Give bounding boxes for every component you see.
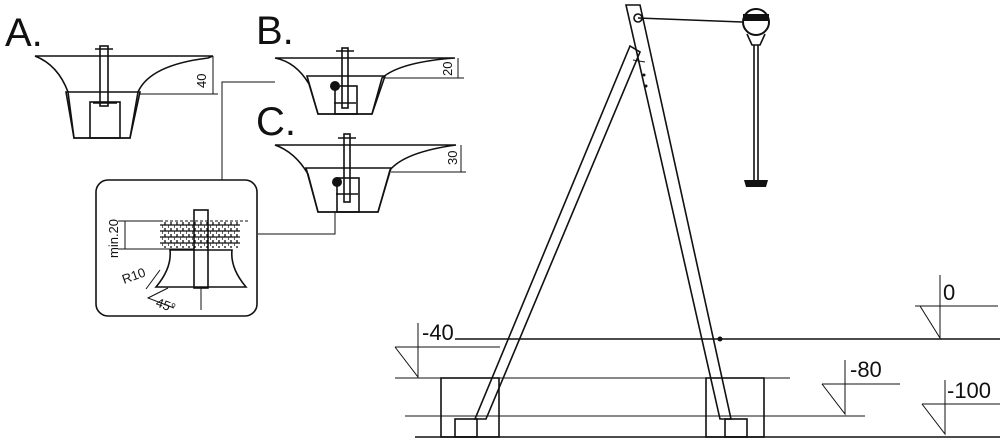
detail-b: B. 20: [256, 9, 464, 115]
level-marker-minus-100-symbol: [921, 380, 946, 436]
detail-c-post: [343, 133, 351, 203]
swing-hanger-cup: [746, 33, 766, 46]
frame-main-post: [624, 4, 732, 420]
level-label-minus-80: -80: [850, 357, 882, 382]
detail-b-gravel-pocket: [334, 85, 358, 115]
detail-c-bolt: [332, 177, 342, 187]
detail-b-bolt: [330, 81, 340, 91]
level-label-minus-40: -40: [422, 320, 454, 345]
leader-line-b: [221, 81, 275, 180]
swing-frame: [395, 4, 1000, 438]
level-marker-minus-40: -40: [394, 320, 500, 379]
swing-hanger-cap: [743, 14, 769, 21]
detail-c-soil: [274, 144, 457, 213]
footing-left-drain: [454, 418, 478, 438]
swing-seat: [744, 180, 768, 187]
footing-right-drain: [724, 418, 748, 438]
detail-b-concrete: [305, 75, 387, 115]
level-marker-ground: 0: [915, 275, 998, 340]
detail-b-depth: 20: [440, 62, 455, 76]
swing-arm: [637, 17, 743, 23]
level-marker-ground-symbol: [915, 275, 941, 340]
leader-line-c: [258, 212, 336, 235]
detail-c: C. 30: [256, 100, 466, 213]
level-label-minus-100: -100: [947, 378, 991, 403]
inset-concrete-footing: [154, 249, 248, 288]
detail-b-post: [341, 47, 349, 109]
detail-c-letter: C.: [256, 100, 296, 144]
detail-a-gravel-pocket: [89, 101, 121, 139]
frame-bolt-1: [642, 73, 646, 77]
level-label-ground: 0: [943, 280, 955, 305]
detail-c-concrete: [304, 167, 393, 213]
detail-a-soil: [34, 55, 214, 139]
footing-right: [705, 377, 765, 438]
frame-bolt-2: [644, 84, 648, 88]
inset-angle-arrow: [146, 287, 175, 309]
inset-topsoil: [160, 222, 240, 248]
frame-post-joint: [632, 59, 646, 63]
detail-a-concrete: [65, 91, 141, 139]
detail-a: A. 40: [5, 11, 218, 139]
inset-min-depth: min.20: [106, 219, 121, 258]
frame-ground-marker: [717, 336, 723, 342]
detail-b-soil: [274, 57, 456, 115]
detail-b-letter: B.: [256, 9, 294, 53]
level-marker-minus-80-symbol: [821, 360, 846, 416]
swing-hanger-ring: [742, 8, 770, 36]
detail-a-letter: A.: [5, 11, 43, 55]
level-marker-minus-100: -100: [921, 378, 1000, 436]
inset-angle: 45°: [154, 295, 178, 316]
level-marker-minus-40-symbol: [394, 323, 419, 379]
detail-c-depth: 30: [445, 151, 460, 165]
detail-a-post: [99, 45, 109, 107]
detail-c-gravel-pocket: [336, 177, 360, 213]
inset-radius-arrow: [145, 269, 161, 290]
level-marker-minus-80: -80: [821, 357, 900, 416]
detail-a-depth: 40: [194, 74, 209, 88]
frame-diagonal-post: [473, 44, 642, 420]
inset-detail: min.20 R10 45°: [95, 179, 258, 317]
